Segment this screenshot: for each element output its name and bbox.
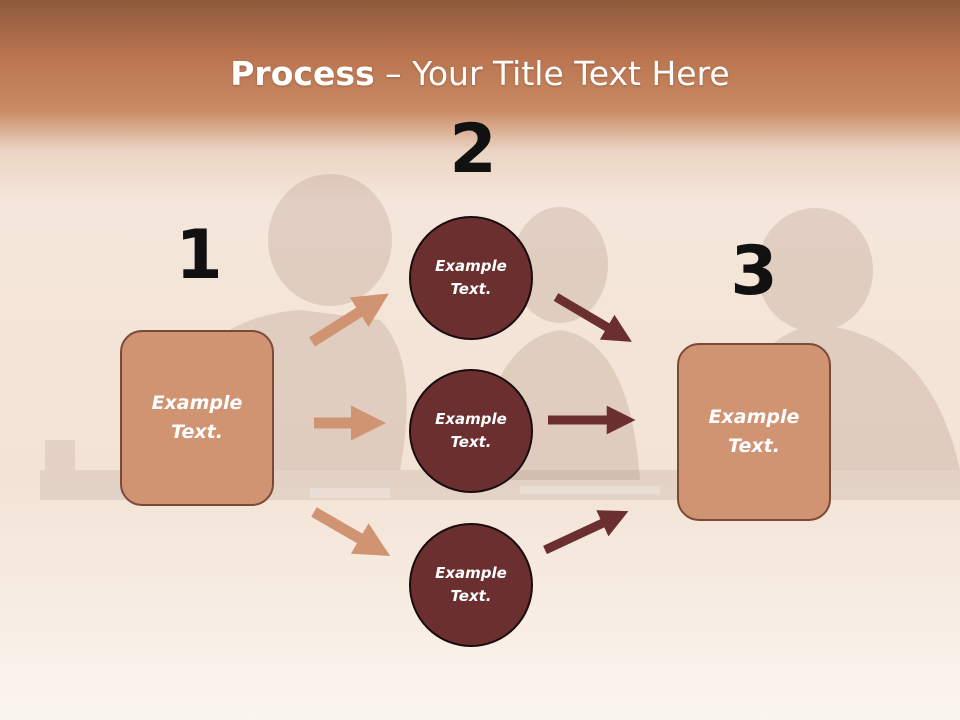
step-number-2: 2	[449, 110, 497, 189]
arrow-bottom-to-right	[543, 510, 629, 555]
circle-middle-text: Example Text.	[435, 410, 507, 451]
arrow-top-to-right	[553, 293, 632, 342]
title-rest: – Your Title Text Here	[374, 54, 730, 93]
arrow-left-to-bottom	[311, 507, 391, 557]
step-number-3: 3	[730, 232, 778, 311]
slide-title: Process – Your Title Text Here	[0, 52, 960, 96]
circle-bottom-text: Example Text.	[435, 564, 507, 605]
right-process-box: Example Text.	[677, 343, 831, 521]
left-box-text: Example Text.	[151, 392, 243, 443]
circle-bottom: Example Text.	[409, 523, 533, 647]
step-number-1: 1	[175, 216, 223, 295]
title-bold: Process	[230, 54, 375, 93]
arrow-left-to-top	[309, 293, 389, 347]
circle-top-text: Example Text.	[435, 257, 507, 298]
circle-middle: Example Text.	[409, 369, 533, 493]
right-box-text: Example Text.	[708, 406, 800, 457]
left-process-box: Example Text.	[120, 330, 274, 506]
circle-top: Example Text.	[409, 216, 533, 340]
